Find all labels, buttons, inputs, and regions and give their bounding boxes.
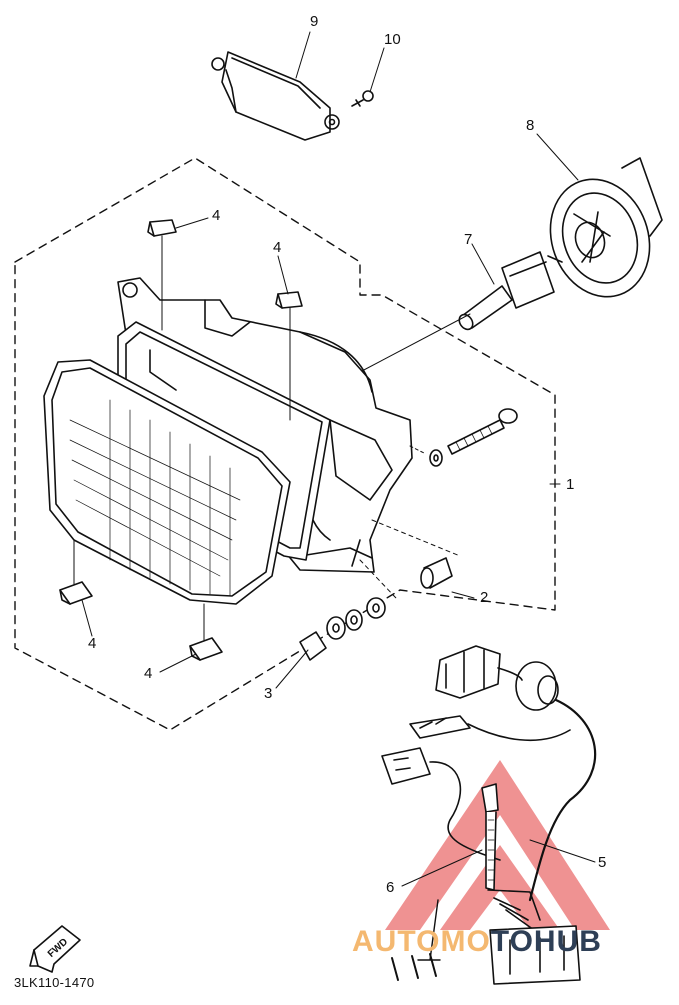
leader-bulb-housing [359, 313, 471, 373]
clip-part-4c [59, 539, 93, 605]
callout-9: 5 [598, 854, 607, 871]
callout-3: 3 [264, 685, 273, 702]
wire-harness-part [381, 645, 597, 985]
watermark-text: AUTOMOTOHUB [352, 925, 602, 959]
callout-7: 9 [310, 13, 319, 30]
callout-4-top: 4 [212, 207, 221, 224]
watermark-text-left: AUTOMO [352, 925, 491, 958]
callout-8: 10 [384, 31, 401, 48]
clip-part-4b [275, 291, 303, 421]
fwd-arrow-icon [29, 925, 81, 973]
grommet-part [371, 519, 461, 589]
callout-6: 8 [526, 117, 535, 134]
clip-part-4a [147, 219, 177, 331]
nut-washer-part [299, 559, 397, 661]
socket-cover-part [549, 157, 663, 298]
callout-4-mid: 4 [273, 239, 282, 256]
cable-tie-part [481, 783, 499, 891]
watermark-text-right: TOHUB [490, 925, 602, 958]
callout-10: 6 [386, 879, 395, 896]
diagram-code: 3LK110-1470 [14, 975, 95, 990]
small-screw-part [351, 90, 374, 107]
callout-4-left: 4 [88, 635, 97, 652]
leader-lines [81, 31, 596, 887]
watermark-logo [385, 760, 610, 930]
clip-part-4d [189, 603, 223, 661]
adjusting-screw-part [409, 408, 518, 467]
callout-4-bottom: 4 [144, 665, 153, 682]
callout-5: 7 [464, 231, 473, 248]
callout-2: 2 [480, 589, 489, 606]
assembly-boundary [14, 157, 556, 731]
side-cover-part [211, 51, 340, 141]
headlight-lens-part [43, 359, 291, 605]
headlight-bulb-part [458, 251, 563, 331]
callout-1: 1 [566, 476, 575, 493]
